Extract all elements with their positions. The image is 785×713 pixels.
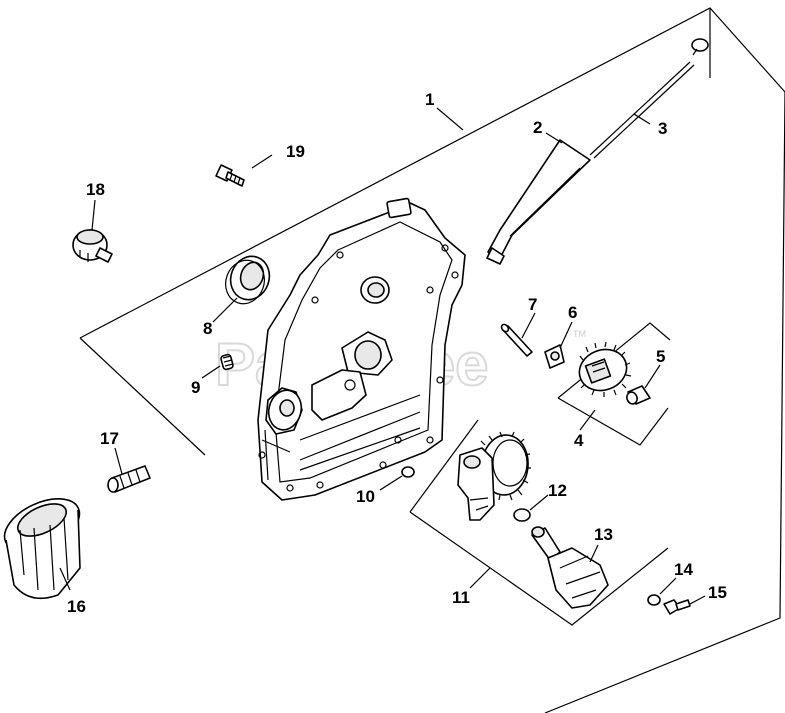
- leader-lines: [59, 107, 706, 605]
- callout-17: 17: [100, 429, 119, 448]
- callout-19: 19: [286, 142, 305, 161]
- shaft-pin-7: [500, 323, 533, 357]
- governor-pin: [626, 385, 651, 405]
- subframe-11a: [409, 419, 479, 513]
- callout-10: 10: [356, 487, 375, 506]
- callout-12: 12: [548, 481, 567, 500]
- dipstick-tube: [486, 139, 591, 265]
- subframe-4b: [557, 397, 669, 446]
- callout-5: 5: [656, 347, 665, 366]
- bolt-19: [215, 164, 245, 187]
- callout-16: 16: [67, 597, 86, 616]
- oil-filter: [3, 498, 81, 600]
- oil-pump-gear: [457, 431, 531, 521]
- callout-14: 14: [674, 560, 693, 579]
- o-ring-10: [401, 466, 415, 478]
- subframe-11b: [409, 511, 669, 626]
- oil-pickup: [531, 526, 609, 609]
- callout-1: 1: [425, 90, 434, 109]
- screw-15: [663, 599, 691, 615]
- callout-18: 18: [86, 180, 105, 199]
- governor-gear: [578, 341, 632, 397]
- oil-seal: [225, 255, 271, 305]
- callout-15: 15: [708, 583, 727, 602]
- o-ring-12: [513, 508, 531, 522]
- watermark-trademark: TM: [573, 329, 586, 339]
- callout-4: 4: [574, 431, 584, 450]
- callout-2: 2: [533, 118, 542, 137]
- callout-3: 3: [658, 119, 667, 138]
- oil-sensor: [72, 229, 113, 263]
- callout-6: 6: [568, 303, 577, 322]
- callout-8: 8: [203, 319, 212, 338]
- washer-6: [544, 344, 565, 369]
- filter-adapter: [107, 465, 151, 493]
- crankcase-cover: [257, 197, 466, 501]
- assembly-frame: [79, 7, 785, 713]
- dipstick: [589, 38, 709, 159]
- callout-9: 9: [191, 378, 200, 397]
- callout-11: 11: [452, 588, 470, 607]
- washer-14: [647, 594, 661, 606]
- callout-7: 7: [528, 295, 537, 314]
- callout-13: 13: [594, 525, 613, 544]
- dowel-pin-9: [220, 353, 234, 371]
